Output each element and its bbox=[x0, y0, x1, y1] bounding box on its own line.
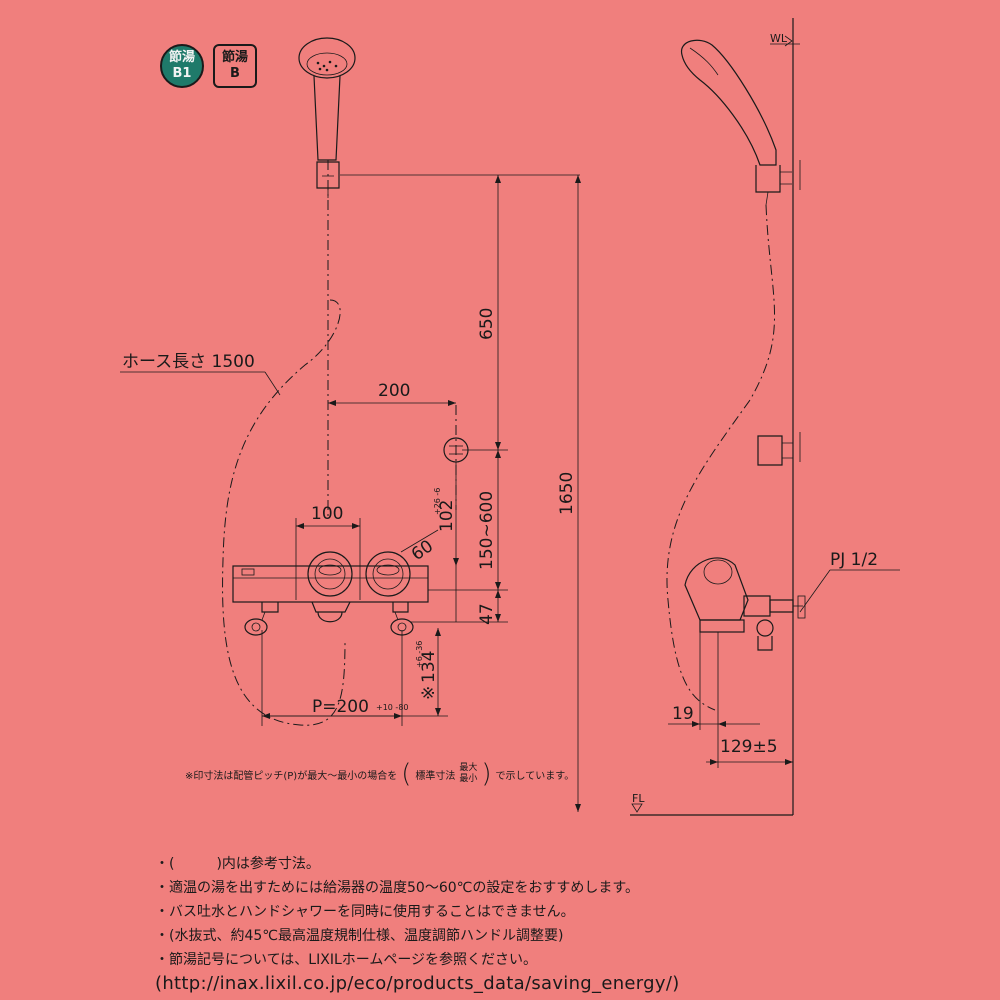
front-view: ホース長さ 1500 bbox=[120, 37, 581, 812]
shower-head-icon bbox=[298, 37, 356, 198]
dim-129-label: 129±5 bbox=[720, 737, 778, 757]
dim-134-tolerance: +6 -36 bbox=[415, 641, 424, 668]
dim-60-label: 60 bbox=[408, 536, 437, 565]
dim-134-mark: ※ bbox=[419, 686, 439, 700]
badge-b-line1: 節湯 bbox=[221, 50, 248, 65]
dim-100-label: 100 bbox=[311, 504, 343, 524]
pitch-tolerance: +10 -80 bbox=[376, 703, 409, 712]
note-item: ・節湯記号については、LIXILホームページを参照ください。 bbox=[155, 952, 538, 968]
water-saving-b-badge: 節湯 B bbox=[213, 44, 257, 88]
faucet-side-icon bbox=[684, 557, 806, 651]
badge-b1-line1: 節湯 bbox=[168, 50, 195, 65]
dim-200-label: 200 bbox=[378, 381, 410, 401]
mixer-faucet-body bbox=[232, 551, 429, 636]
dim-47-label: 47 bbox=[477, 603, 497, 625]
fl-label: FL bbox=[632, 792, 645, 805]
wl-label: WL bbox=[770, 32, 788, 45]
water-saving-b1-badge: 節湯 B1 bbox=[160, 44, 204, 88]
dim-1650-label: 1650 bbox=[557, 472, 577, 515]
remark-open-paren: ( bbox=[401, 759, 412, 789]
dimension-remark: ※印寸法は配管ピッチ(P)が最大～最小の場合を ( 標準寸法 最大 最小 ) で… bbox=[185, 761, 574, 787]
remark-max-min: 最大 最小 bbox=[459, 763, 477, 785]
pitch-label: P=200 bbox=[312, 697, 369, 717]
dim-650-label: 650 bbox=[477, 308, 497, 340]
note-item: ・バス吐水とハンドシャワーを同時に使用することはできません。 bbox=[155, 904, 575, 920]
dim-102-tolerance: +26 -6 bbox=[433, 488, 442, 515]
remark-prefix: ※印寸法は配管ピッチ(P)が最大～最小の場合を bbox=[185, 770, 398, 782]
dim-150-600-label: 150~600 bbox=[477, 491, 497, 570]
remark-min: 最小 bbox=[459, 774, 478, 784]
hose-curve bbox=[222, 299, 346, 726]
note-item: ・(水抜式、約45℃最高温度規制仕様、温度調節ハンドル調整要) bbox=[155, 928, 564, 944]
hose-length-label: ホース長さ 1500 bbox=[122, 352, 255, 372]
note-url: (http://inax.lixil.co.jp/eco/products_da… bbox=[155, 973, 680, 994]
dim-134-label: 134 bbox=[419, 651, 439, 683]
remark-suffix: で示しています。 bbox=[495, 770, 575, 782]
note-item: ・( )内は参考寸法。 bbox=[155, 856, 320, 872]
notes-list: ・( )内は参考寸法。 ・適温の湯を出すためには給湯器の温度50～60℃の設定を… bbox=[155, 852, 680, 996]
badge-b1-line2: B1 bbox=[172, 66, 192, 81]
side-view: WL FL bbox=[630, 18, 900, 816]
dim-19-label: 19 bbox=[672, 704, 694, 724]
hose-side-curve bbox=[666, 204, 776, 711]
dim-102-label: 102 bbox=[437, 500, 457, 532]
note-item: ・適温の湯を出すためには給湯器の温度50～60℃の設定をおすすめします。 bbox=[155, 880, 639, 896]
remark-standard: 標準寸法 bbox=[415, 770, 456, 782]
shower-head-side-icon bbox=[681, 39, 801, 206]
pj-label: PJ 1/2 bbox=[830, 550, 878, 570]
remark-close-paren: ) bbox=[481, 759, 492, 789]
remark-max: 最大 bbox=[459, 763, 478, 773]
badge-b-line2: B bbox=[230, 66, 240, 81]
